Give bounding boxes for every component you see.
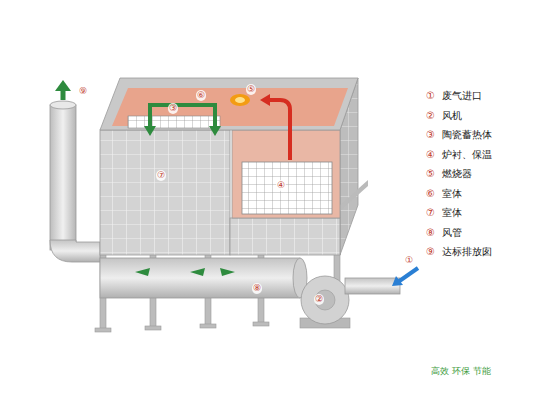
legend-number: ③	[425, 129, 436, 141]
legend-text: 炉衬、保温	[441, 149, 493, 161]
legend-number: ⑧	[425, 227, 436, 239]
legend-text: 废气进口	[441, 90, 483, 102]
callout-number: ⑨	[78, 86, 88, 97]
callout-number: ⑧	[252, 283, 262, 294]
legend-text: 陶瓷蓄热体	[441, 129, 493, 141]
legend-number: ⑦	[425, 207, 436, 219]
legend-number: ④	[425, 149, 436, 161]
legend-number: ⑤	[425, 168, 436, 180]
callout-number: ③	[168, 103, 178, 114]
legend-text: 室体	[441, 188, 463, 200]
legend-text: 风机	[441, 110, 463, 122]
callout-number: ②	[314, 294, 324, 305]
legend-number: ⑨	[425, 246, 436, 258]
legend-number: ⑥	[425, 188, 436, 200]
callout-number: ④	[276, 180, 286, 191]
legend-text: 室体	[441, 207, 463, 219]
legend-text: 燃烧器	[441, 168, 473, 180]
legend-text: 风管	[441, 227, 463, 239]
callout-number: ⑤	[246, 84, 256, 95]
callout-number: ⑦	[156, 170, 166, 181]
callout-number: ①	[404, 255, 414, 266]
legend-number: ①	[425, 90, 436, 102]
callout-number: ⑥	[196, 90, 206, 101]
legend-text: 达标排放囱	[441, 246, 493, 258]
legend-number: ②	[425, 110, 436, 122]
slogan: 高效 环保 节能	[430, 366, 492, 377]
